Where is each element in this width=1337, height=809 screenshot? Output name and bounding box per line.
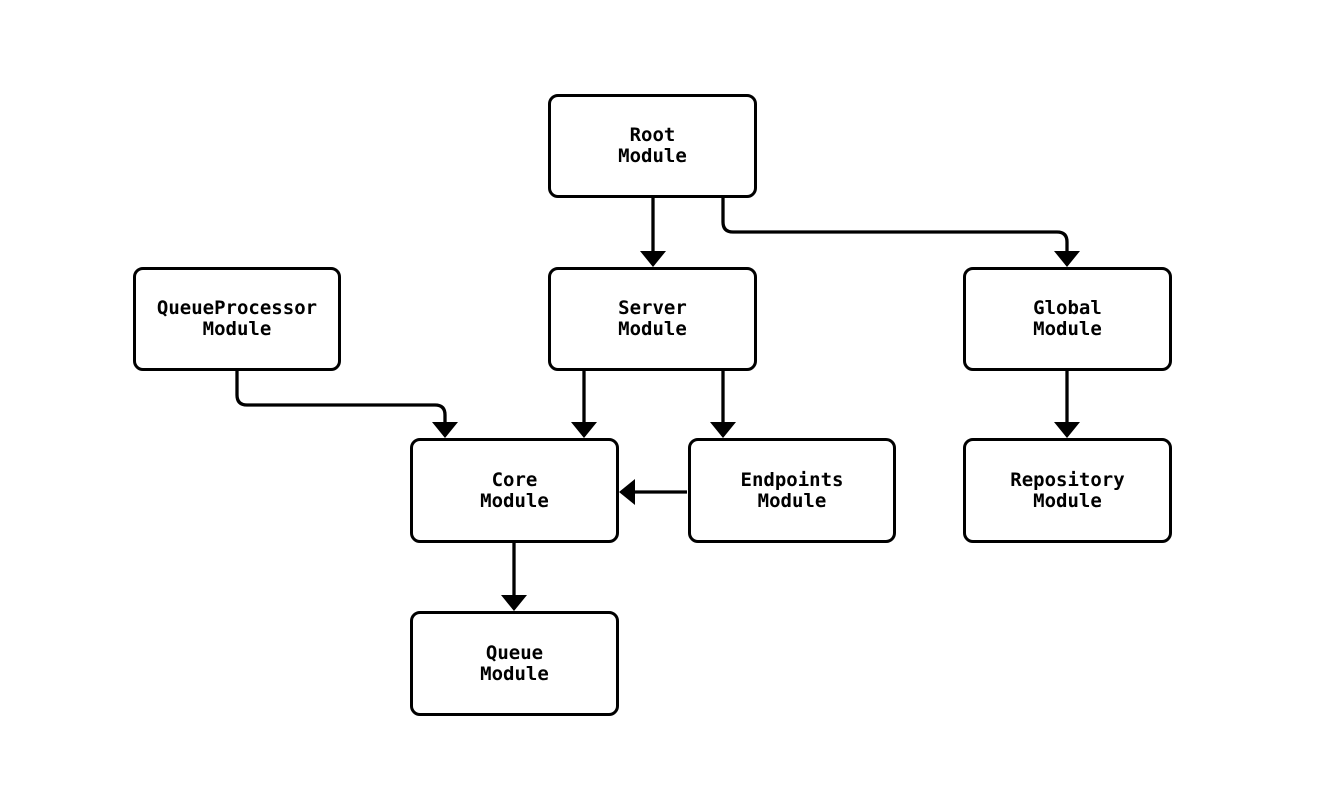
edge-core-to-queue — [501, 542, 527, 611]
node-label: Endpoints Module — [740, 468, 844, 512]
arrowhead-icon — [1054, 422, 1080, 438]
node-global-module: Global Module — [963, 267, 1172, 371]
node-endpoints-module: Endpoints Module — [688, 438, 896, 543]
node-queue-module: Queue Module — [410, 611, 619, 716]
node-root-module: Root Module — [548, 94, 757, 198]
arrowhead-icon — [501, 595, 527, 611]
arrowhead-icon — [619, 479, 635, 505]
edge-global-to-repository — [1054, 371, 1080, 438]
node-label: Core Module — [480, 468, 549, 512]
node-queueprocessor-module: QueueProcessor Module — [133, 267, 341, 371]
arrowhead-icon — [1054, 251, 1080, 267]
edge-root-to-server — [640, 198, 666, 267]
node-core-module: Core Module — [410, 438, 619, 543]
node-label: QueueProcessor Module — [156, 297, 318, 340]
node-label: Queue Module — [480, 641, 549, 685]
arrowhead-icon — [640, 251, 666, 267]
node-repository-module: Repository Module — [963, 438, 1172, 543]
node-server-module: Server Module — [548, 267, 757, 371]
edge-root-to-global — [721, 198, 1080, 267]
node-label: Repository Module — [1010, 468, 1125, 512]
node-label: Root Module — [618, 124, 687, 167]
edge-endpoints-to-core — [619, 479, 687, 505]
arrowhead-icon — [432, 422, 458, 438]
arrowhead-icon — [571, 422, 597, 438]
edge-server-to-endpoints — [710, 371, 736, 438]
node-label: Server Module — [618, 297, 687, 340]
edge-server-to-core — [571, 371, 597, 438]
arrowhead-icon — [710, 422, 736, 438]
node-label: Global Module — [1033, 297, 1102, 340]
edge-queueprocessor-to-core — [235, 371, 458, 438]
